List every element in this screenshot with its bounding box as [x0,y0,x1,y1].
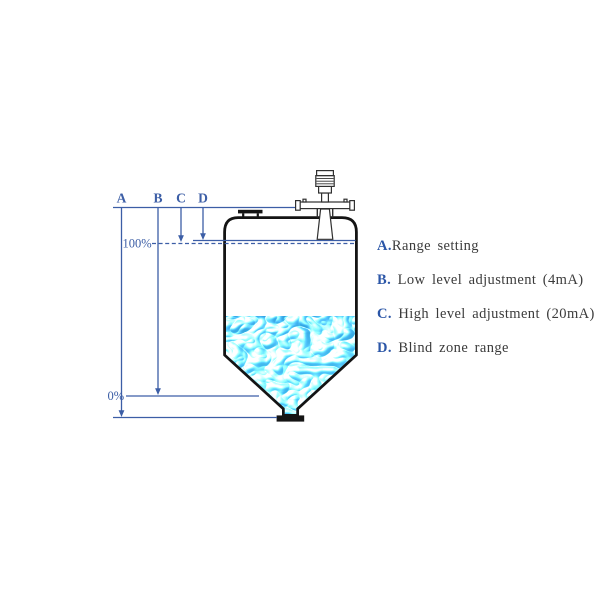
full-level-label: 100% [123,237,152,251]
flange-bolt-left [295,200,301,211]
arrow-a [118,410,125,417]
arrow-d [200,233,206,240]
sensor-neck [321,192,330,203]
sensor-horn [316,208,334,240]
flange-bolt-right [349,200,355,211]
flange-nub-right [343,198,348,203]
dim-label-c: C [176,191,186,206]
arrow-c [178,235,184,242]
flange-nub-left [302,198,307,203]
arrow-b [155,388,161,395]
tank-outlet [276,415,305,422]
zero-level-label: 0% [108,389,125,403]
sensor-collar [318,185,333,194]
dim-label-d: D [198,191,208,206]
water-fill [226,316,355,414]
radar-sensor [295,170,355,240]
sensor-lid [316,170,335,177]
sensor-flange [298,201,352,210]
tank-top-nozzle [238,209,263,218]
dimension-arrowheads [118,233,206,417]
dim-label-b: B [153,191,162,206]
dimension-lines [113,206,356,419]
dim-label-a: A [117,191,127,206]
